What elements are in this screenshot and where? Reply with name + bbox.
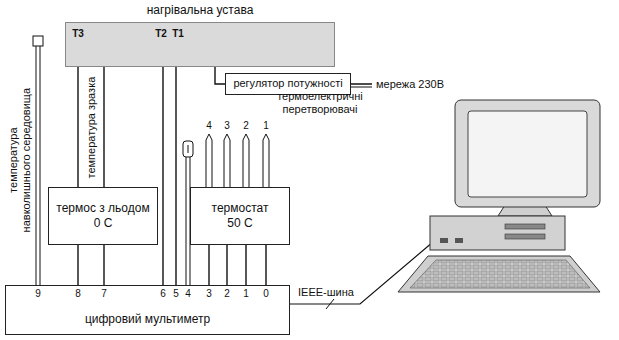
wire-connector bbox=[215, 67, 225, 84]
node-text: термостат bbox=[212, 201, 269, 216]
ambient-sensor bbox=[33, 36, 43, 285]
channel-number: 3 bbox=[206, 288, 212, 300]
wire-connector bbox=[226, 245, 227, 285]
thermostat-box: термостат50 С bbox=[190, 187, 290, 245]
wire-connector bbox=[162, 67, 163, 285]
ice-thermos-box: термос з льодом0 С bbox=[48, 187, 158, 245]
probe-name: T1 bbox=[172, 28, 184, 40]
channel-number: 4 bbox=[185, 288, 191, 300]
probe-name: T2 bbox=[155, 28, 167, 40]
node-text: регулятор потужності bbox=[233, 77, 342, 91]
wire-connector bbox=[103, 67, 104, 187]
wire-connector bbox=[77, 67, 78, 187]
wire-connector bbox=[175, 67, 176, 285]
wire-connector bbox=[77, 245, 78, 285]
node-text: 0 С bbox=[94, 216, 113, 231]
channel-number: 9 bbox=[35, 288, 41, 300]
group-label: термоелектричні перетворювачі bbox=[272, 90, 368, 116]
wire-connector bbox=[245, 245, 246, 285]
channel-number: 8 bbox=[75, 288, 81, 300]
channel-number: 6 bbox=[160, 288, 166, 300]
wire-connector bbox=[265, 245, 266, 285]
channel-number: 7 bbox=[101, 288, 107, 300]
node-text: термос з льодом bbox=[56, 201, 149, 216]
callout-number: 2 bbox=[243, 120, 249, 132]
vertical-label: температура навколишнього середовища bbox=[7, 88, 33, 233]
wire-connector bbox=[208, 245, 209, 285]
channel-number: 0 bbox=[263, 288, 269, 300]
node-heading: нагрівальна устава bbox=[66, 3, 334, 17]
vertical-label: температура зразка bbox=[85, 68, 98, 188]
probe-name: T3 bbox=[72, 28, 84, 40]
node-text: 50 С bbox=[227, 216, 252, 231]
bus-label: IEEE-шина bbox=[298, 286, 354, 299]
callout-number: 1 bbox=[263, 120, 269, 132]
channel-number: 1 bbox=[243, 288, 249, 300]
callout-number: 3 bbox=[224, 120, 230, 132]
mains-label: мережа 230В bbox=[376, 78, 444, 91]
channel-number: 2 bbox=[224, 288, 230, 300]
mains-wire bbox=[350, 87, 372, 88]
mains-wire bbox=[350, 83, 372, 85]
wire-connector bbox=[103, 245, 104, 285]
node-text: цифровий мультиметр bbox=[85, 312, 210, 327]
callout-number: 4 bbox=[206, 120, 212, 132]
heater-box: нагрівальна устава bbox=[65, 22, 335, 67]
computer-illustration bbox=[398, 100, 600, 292]
channel-number: 5 bbox=[173, 288, 179, 300]
bus-tick bbox=[326, 299, 334, 309]
